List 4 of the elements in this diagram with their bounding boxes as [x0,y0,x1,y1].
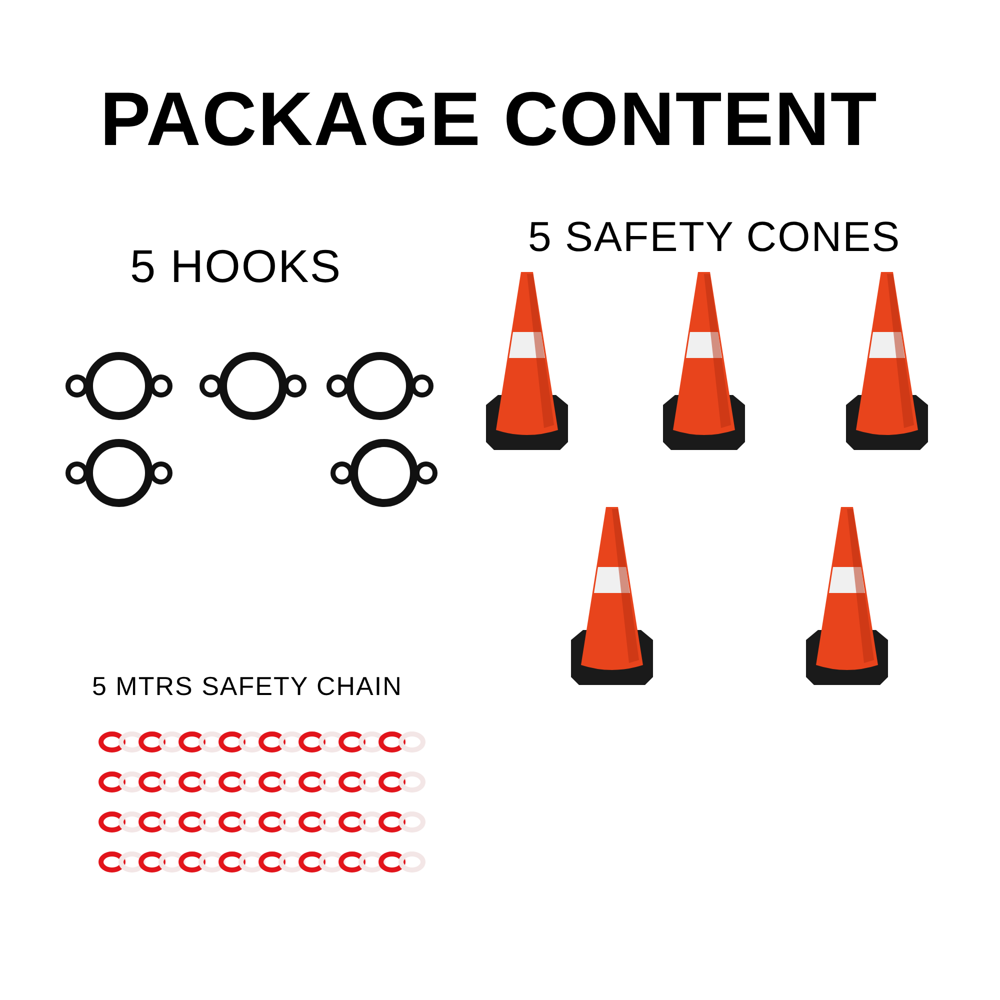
item-label: 5 HOOKS [130,243,342,289]
item-label: 5 MTRS SAFETY CHAIN [92,673,402,699]
item-label: 5 SAFETY CONES [528,216,901,258]
title: PACKAGE CONTENT [100,82,878,158]
